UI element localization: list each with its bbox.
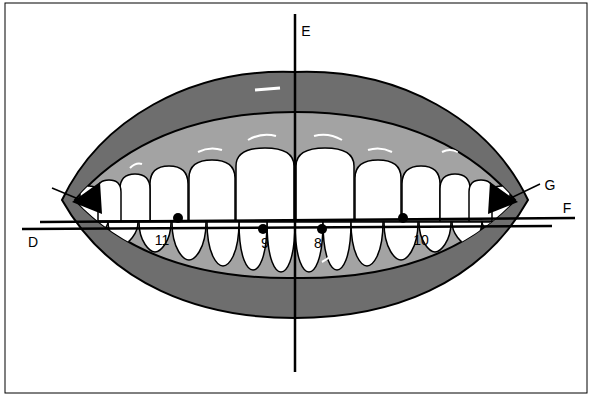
- lower-tooth: [267, 222, 295, 272]
- gum-highlight: [322, 250, 336, 262]
- upper-tooth: [402, 166, 440, 221]
- point-10: [398, 213, 408, 223]
- point-9: [258, 224, 268, 234]
- frame: [5, 3, 587, 393]
- gum-highlight: [442, 150, 458, 152]
- upper-tooth: [236, 148, 294, 221]
- axis-label: E: [301, 24, 310, 38]
- lower-tooth: [351, 222, 383, 266]
- line-d: [22, 226, 552, 229]
- point-8: [317, 224, 327, 234]
- callout-number: 10: [413, 233, 429, 247]
- upper-tooth: [120, 174, 150, 221]
- upper-tooth: [355, 160, 401, 221]
- gum-highlight: [314, 135, 342, 140]
- lower-tooth: [323, 222, 351, 270]
- lower-tooth: [139, 222, 171, 252]
- upper-tooth: [189, 160, 235, 221]
- axis-label: F: [563, 201, 572, 215]
- axis-label: G: [545, 178, 556, 192]
- gum-highlight: [248, 135, 276, 140]
- callout-number: 11: [155, 233, 170, 247]
- callout-number: 9: [261, 236, 269, 250]
- gum-highlight: [368, 148, 392, 152]
- gum-highlight: [130, 164, 142, 169]
- lower-tooth: [482, 222, 508, 236]
- lip-highlight: [255, 88, 280, 90]
- point-11: [173, 213, 183, 223]
- axis-label: D: [28, 235, 38, 249]
- commissure-right: [488, 182, 518, 214]
- lower-tooth: [108, 222, 138, 244]
- gum-highlight: [198, 148, 222, 152]
- upper-tooth: [296, 148, 354, 221]
- line-f: [40, 218, 575, 222]
- upper-tooth: [440, 174, 470, 221]
- midline: [294, 14, 297, 372]
- line-g-right: [490, 184, 540, 208]
- upper-tooth: [150, 166, 188, 221]
- callout-number: 8: [314, 236, 322, 250]
- line-g-left: [52, 188, 100, 208]
